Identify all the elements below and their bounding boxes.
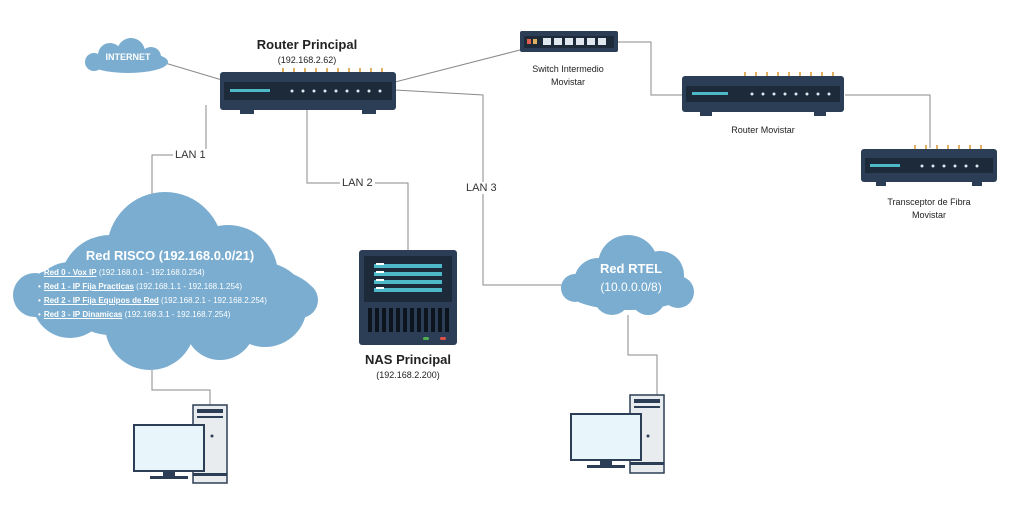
subnet-name: Red 1 - IP Fija Practicas xyxy=(43,282,134,291)
subnet-range: (192.168.3.1 - 192.168.7.254) xyxy=(124,310,231,319)
router-principal-icon xyxy=(220,68,396,114)
transceptor-label-line2: Movistar xyxy=(911,210,947,220)
transceptor-fibra-icon xyxy=(861,145,997,186)
subnet-item: Red 2 - IP Fija Equipos de Red (192.168.… xyxy=(38,294,267,308)
lan1-label: LAN 1 xyxy=(173,149,208,161)
subnet-item: Red 1 - IP Fija Practicas (192.168.1.1 -… xyxy=(38,280,267,294)
red-risco-title: Red RISCO (192.168.0.0/21) xyxy=(85,248,255,263)
router-movistar-label: Router Movistar xyxy=(731,125,795,135)
subnet-item: Red 0 - Vox IP (192.168.0.1 - 192.168.0.… xyxy=(38,266,267,280)
red-risco-subnet-list: Red 0 - Vox IP (192.168.0.1 - 192.168.0.… xyxy=(38,266,267,322)
switch-label-line2: Movistar xyxy=(550,77,586,87)
nas-ip: (192.168.2.200) xyxy=(376,370,440,380)
switch-intermedio-icon xyxy=(520,31,618,52)
lan3-label: LAN 3 xyxy=(464,182,499,194)
subnet-range: (192.168.1.1 - 192.168.1.254) xyxy=(136,282,243,291)
lan2-label: LAN 2 xyxy=(340,177,375,189)
red-rtel-cloud-icon xyxy=(561,235,694,315)
pc-risco-icon xyxy=(133,404,228,484)
switch-label-line1: Switch Intermedio xyxy=(532,64,604,74)
red-rtel-title: Red RTEL xyxy=(599,261,663,276)
subnet-name: Red 0 - Vox IP xyxy=(43,268,97,277)
pc-rtel-icon xyxy=(570,394,665,474)
subnet-item: Red 3 - IP Dinamicas (192.168.3.1 - 192.… xyxy=(38,308,267,322)
subnet-range: (192.168.2.1 - 192.168.2.254) xyxy=(161,296,267,305)
link-internet-router xyxy=(164,62,223,81)
red-rtel-range: (10.0.0.0/8) xyxy=(600,280,662,294)
link-risco-pc xyxy=(151,370,211,405)
router-principal-name: Router Principal xyxy=(256,37,358,52)
transceptor-label-line1: Transceptor de Fibra xyxy=(887,197,971,207)
subnet-range: (192.168.0.1 - 192.168.0.254) xyxy=(98,268,205,277)
nas-name: NAS Principal xyxy=(365,352,451,367)
link-router-movistar-transceptor xyxy=(845,94,931,148)
link-rtel-pc xyxy=(627,315,658,395)
subnet-name: Red 3 - IP Dinamicas xyxy=(43,310,123,319)
link-router-switch xyxy=(394,49,521,83)
router-principal-ip: (192.168.2.62) xyxy=(277,55,337,65)
link-switch-router-movistar xyxy=(617,41,682,96)
router-movistar-icon xyxy=(682,72,844,116)
nas-principal-icon xyxy=(359,250,457,345)
internet-label: INTERNET xyxy=(105,52,151,62)
subnet-name: Red 2 - IP Fija Equipos de Red xyxy=(43,296,159,305)
internet-cloud-icon xyxy=(85,38,168,73)
